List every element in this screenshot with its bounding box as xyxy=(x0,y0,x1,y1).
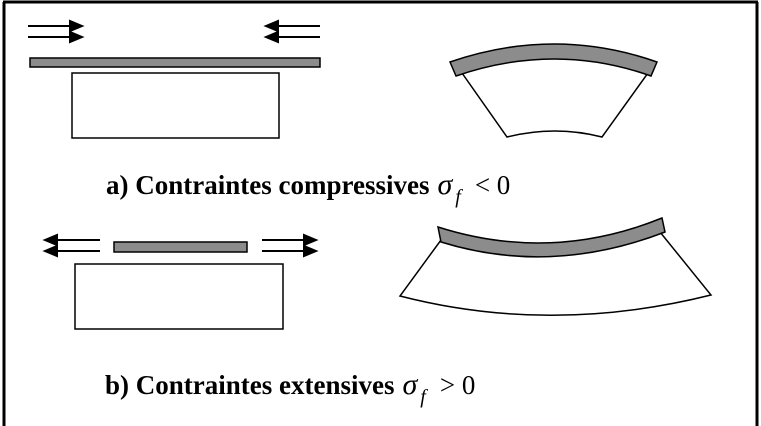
compressive-substrate xyxy=(71,72,280,139)
sigma-symbol-b: σ xyxy=(402,368,418,401)
compressive-arrows-left xyxy=(28,19,85,44)
extensive-film xyxy=(113,241,248,253)
relation-a: < 0 xyxy=(474,170,511,200)
subscript-b: f xyxy=(420,386,426,408)
relation-b: > 0 xyxy=(439,370,476,400)
caption-extensive-text: b) Contraintes extensives xyxy=(105,370,395,400)
compressive-film xyxy=(29,57,321,68)
extensive-arrows-right xyxy=(262,233,319,258)
caption-compressive-text: a) Contraintes compressives xyxy=(106,170,430,200)
extensive-bent-film xyxy=(437,216,666,258)
compressive-arrows-right xyxy=(263,19,320,44)
subscript-a: f xyxy=(455,186,461,208)
compressive-bent-film xyxy=(448,43,659,77)
extensive-substrate xyxy=(74,263,284,330)
extensive-arrows-left xyxy=(42,233,100,258)
compressive-bent-substrate xyxy=(460,55,650,138)
sigma-symbol-a: σ xyxy=(437,168,453,201)
